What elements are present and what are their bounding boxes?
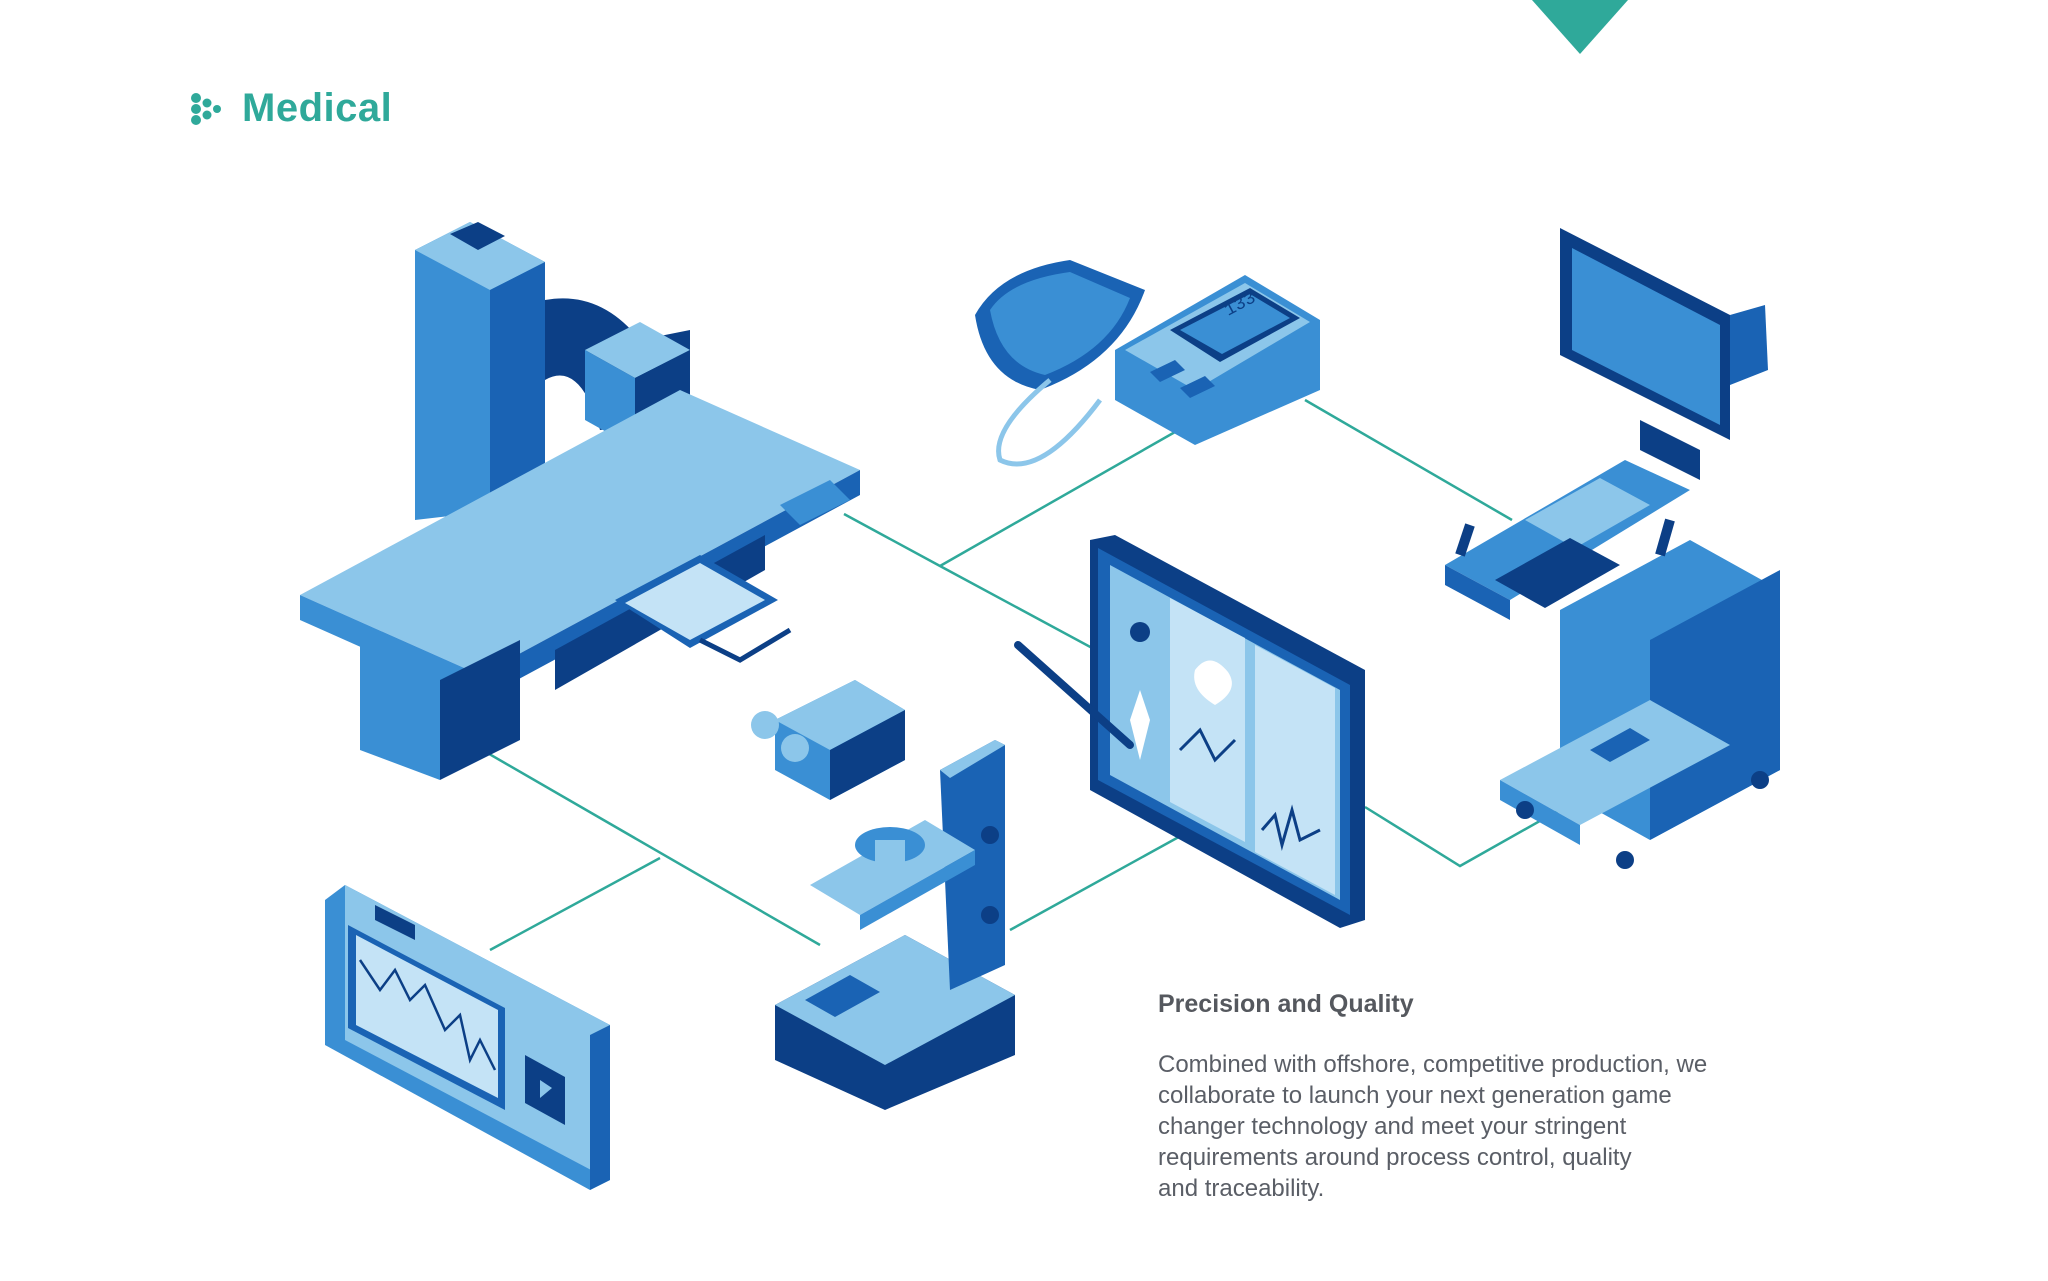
ecg-monitor-icon (325, 885, 610, 1190)
blood-pressure-monitor-icon: 133 (975, 260, 1320, 467)
ultrasound-machine-icon (1445, 228, 1780, 869)
page-title: Medical (242, 86, 393, 130)
x-ray-machine-icon (300, 222, 860, 780)
body-line: collaborate to launch your next generati… (1158, 1082, 1672, 1109)
body-line: Combined with offshore, competitive prod… (1158, 1051, 1708, 1078)
precision-quality-section: Precision and Quality Combined with offs… (1158, 990, 1858, 1204)
body-line: changer technology and meet your stringe… (1158, 1113, 1627, 1140)
body-line: and traceability. (1158, 1175, 1325, 1202)
body-line: requirements around process control, qua… (1158, 1144, 1632, 1171)
top-marker-icon (1532, 0, 1628, 54)
section-brand: Medical (190, 86, 392, 131)
section-heading: Precision and Quality (1158, 990, 1414, 1018)
microscope-icon (751, 680, 1015, 1110)
medical-tablet-icon (1014, 535, 1365, 928)
section-body: Combined with offshore, competitive prod… (1158, 1049, 1858, 1204)
dots-cluster-icon (191, 92, 221, 125)
